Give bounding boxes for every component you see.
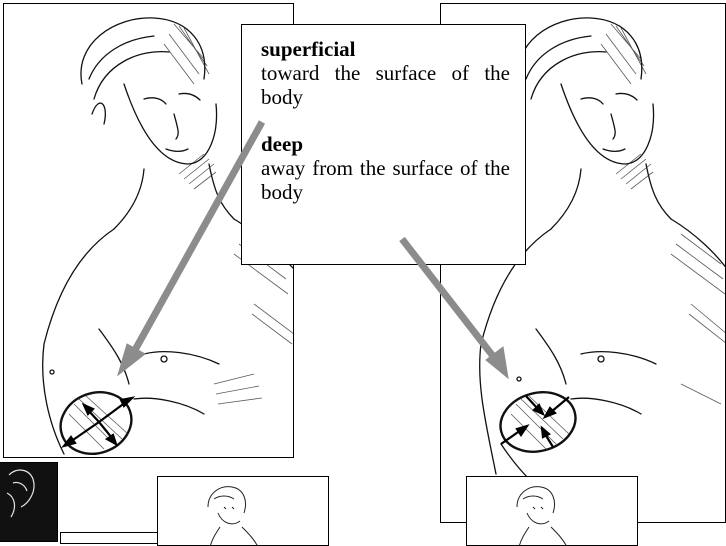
bust-silhouette-icon — [0, 463, 58, 542]
bust-icon — [467, 477, 638, 546]
bust-thumbnail-right — [466, 476, 638, 546]
superficial-term: superficial — [261, 37, 510, 61]
region-ellipse — [494, 384, 582, 460]
bust-icon — [158, 477, 329, 546]
face-outline — [124, 84, 217, 164]
face-outline — [561, 84, 654, 164]
deep-definition: away from the surface of the body — [261, 156, 510, 204]
small-thumbnail — [60, 532, 160, 544]
spacer — [261, 109, 510, 132]
dark-thumbnail — [0, 462, 58, 542]
definition-callout: superficial toward the surface of the bo… — [241, 24, 526, 265]
superficial-definition: toward the surface of the body — [261, 61, 510, 109]
bust-thumbnail-left — [157, 476, 329, 546]
deep-term: deep — [261, 132, 510, 156]
